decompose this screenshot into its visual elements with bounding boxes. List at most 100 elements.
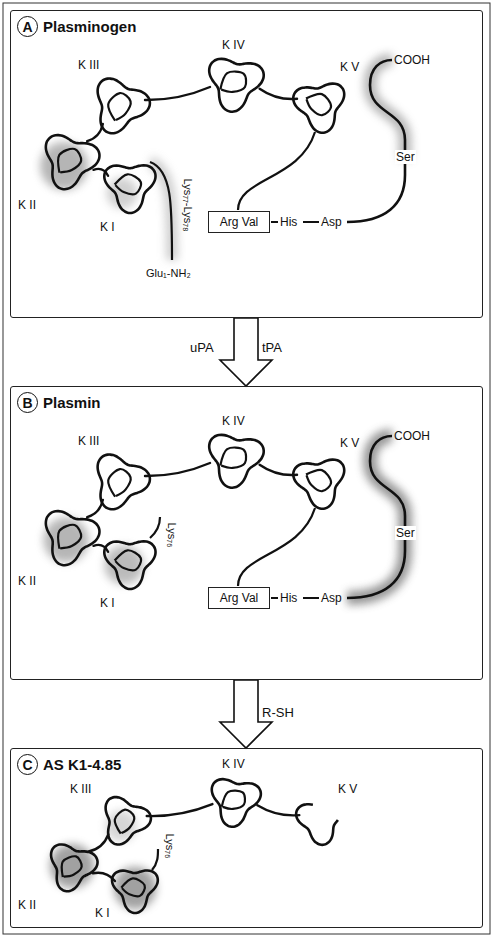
chain-shading xyxy=(347,436,405,598)
kringle-loop xyxy=(209,59,264,112)
terminus-label: COOH xyxy=(394,429,430,443)
kringle-label: K IV xyxy=(222,414,245,428)
kringle-inner-loop xyxy=(62,856,82,877)
kringle-loop xyxy=(293,84,344,133)
domain-shading xyxy=(44,518,89,563)
kringle-loop xyxy=(51,844,97,891)
domain-shading xyxy=(107,178,138,209)
kringle-label: K V xyxy=(338,782,357,796)
kringle-label: K I xyxy=(100,596,115,610)
kringle-label: K II xyxy=(18,574,36,588)
reagent-label: R-SH xyxy=(262,706,294,720)
n-terminal-stub xyxy=(152,849,158,870)
terminus-residue-label: Lys₇₆ xyxy=(163,834,177,859)
linker-chain xyxy=(145,87,210,100)
panel-letter: C xyxy=(17,754,38,775)
linker-chain xyxy=(147,804,213,816)
kringle-label: K I xyxy=(100,220,115,234)
protease-domain-chain xyxy=(347,436,405,598)
kringle-inner-loop xyxy=(306,94,331,115)
panel-drawing xyxy=(50,779,338,913)
cleavage-site-box: Arg Val xyxy=(208,587,270,609)
terminus-label: Glu₁-NH₂ xyxy=(146,266,191,280)
n-terminal-stub xyxy=(150,517,160,538)
enzyme-label: tPA xyxy=(262,341,282,355)
kringle-inner-loop xyxy=(220,448,246,468)
linker-chain xyxy=(145,463,210,476)
kringle-inner-loop xyxy=(121,878,145,896)
kringle-inner-loop xyxy=(115,174,141,194)
kringle-inner-loop xyxy=(115,550,141,570)
kringle-loop xyxy=(106,797,151,844)
panel-header: B Plasmin xyxy=(17,392,101,413)
kringle-inner-loop xyxy=(220,72,246,92)
residue-label: His xyxy=(280,591,297,605)
chain-shading xyxy=(150,162,172,260)
linker-chain xyxy=(260,465,297,475)
kringle-loop xyxy=(98,79,150,134)
kringle-label: K II xyxy=(18,198,36,212)
kringle-label: K III xyxy=(78,434,99,448)
kringle-inner-loop xyxy=(108,93,131,121)
kringle-label: K III xyxy=(70,782,91,796)
kringle-loop xyxy=(46,511,100,565)
kringle-inner-loop xyxy=(306,470,331,491)
kringle-inner-loop xyxy=(115,810,135,834)
linker-chain xyxy=(89,834,109,851)
panel-drawing xyxy=(40,59,405,260)
panel-drawing xyxy=(44,435,406,598)
kringle-loop xyxy=(112,870,158,913)
residue-label: Ser xyxy=(395,526,416,540)
linker-chain xyxy=(87,124,103,141)
panel-header: C AS K1-4.85 xyxy=(17,754,121,775)
kringle-loop xyxy=(212,779,261,827)
terminus-residue-label: Lys₇₆ xyxy=(165,523,179,548)
terminus-label: COOH xyxy=(394,53,430,67)
peptide-bond xyxy=(271,597,278,599)
kringle-loop xyxy=(293,460,344,509)
outer-frame xyxy=(3,3,490,934)
peptide-bond xyxy=(271,221,278,223)
residue-label: Ser xyxy=(395,150,416,164)
peptide-bond xyxy=(303,597,319,599)
linker-chain xyxy=(87,500,103,517)
residue-pair-text: Arg Val xyxy=(220,591,258,605)
residue-label: Asp xyxy=(321,215,342,229)
panel-title: Plasmin xyxy=(43,394,101,411)
peptide-bond xyxy=(303,221,319,223)
panel-header: A Plasminogen xyxy=(17,16,136,37)
stage-panel: C AS K1-4.85 xyxy=(10,748,483,928)
cleavage-site-box: Arg Val xyxy=(208,211,270,233)
kringle-loop xyxy=(104,165,155,213)
linker-chain xyxy=(260,89,297,99)
kringle-label: K V xyxy=(340,436,359,450)
panel-letter: B xyxy=(17,392,38,413)
chain-to-cleavage-box xyxy=(238,132,315,210)
kringle-loop xyxy=(296,804,338,845)
kringle-inner-loop xyxy=(58,149,81,173)
kringle-label: K I xyxy=(95,906,110,920)
panel-title: Plasminogen xyxy=(43,18,136,35)
kringle-inner-loop xyxy=(108,469,131,497)
kringle-loop xyxy=(104,541,155,589)
residue-label: His xyxy=(280,215,297,229)
protease-domain-chain xyxy=(347,60,405,222)
n-terminal-tail xyxy=(150,162,172,260)
kringle-label: K III xyxy=(78,58,99,72)
chain-shading xyxy=(370,60,405,160)
panel-letter: A xyxy=(17,16,38,37)
kringle-inner-loop xyxy=(58,525,81,549)
kringle-label: K IV xyxy=(222,38,245,52)
kringle-loop xyxy=(98,455,150,510)
kringle-loop xyxy=(209,435,264,488)
panel-title: AS K1-4.85 xyxy=(43,756,121,773)
kringle-label: K IV xyxy=(222,757,245,771)
kringle-label: K II xyxy=(18,898,36,912)
kringle-inner-loop xyxy=(222,791,245,809)
linker-chain xyxy=(257,805,299,815)
enzyme-label: uPA xyxy=(190,341,214,355)
